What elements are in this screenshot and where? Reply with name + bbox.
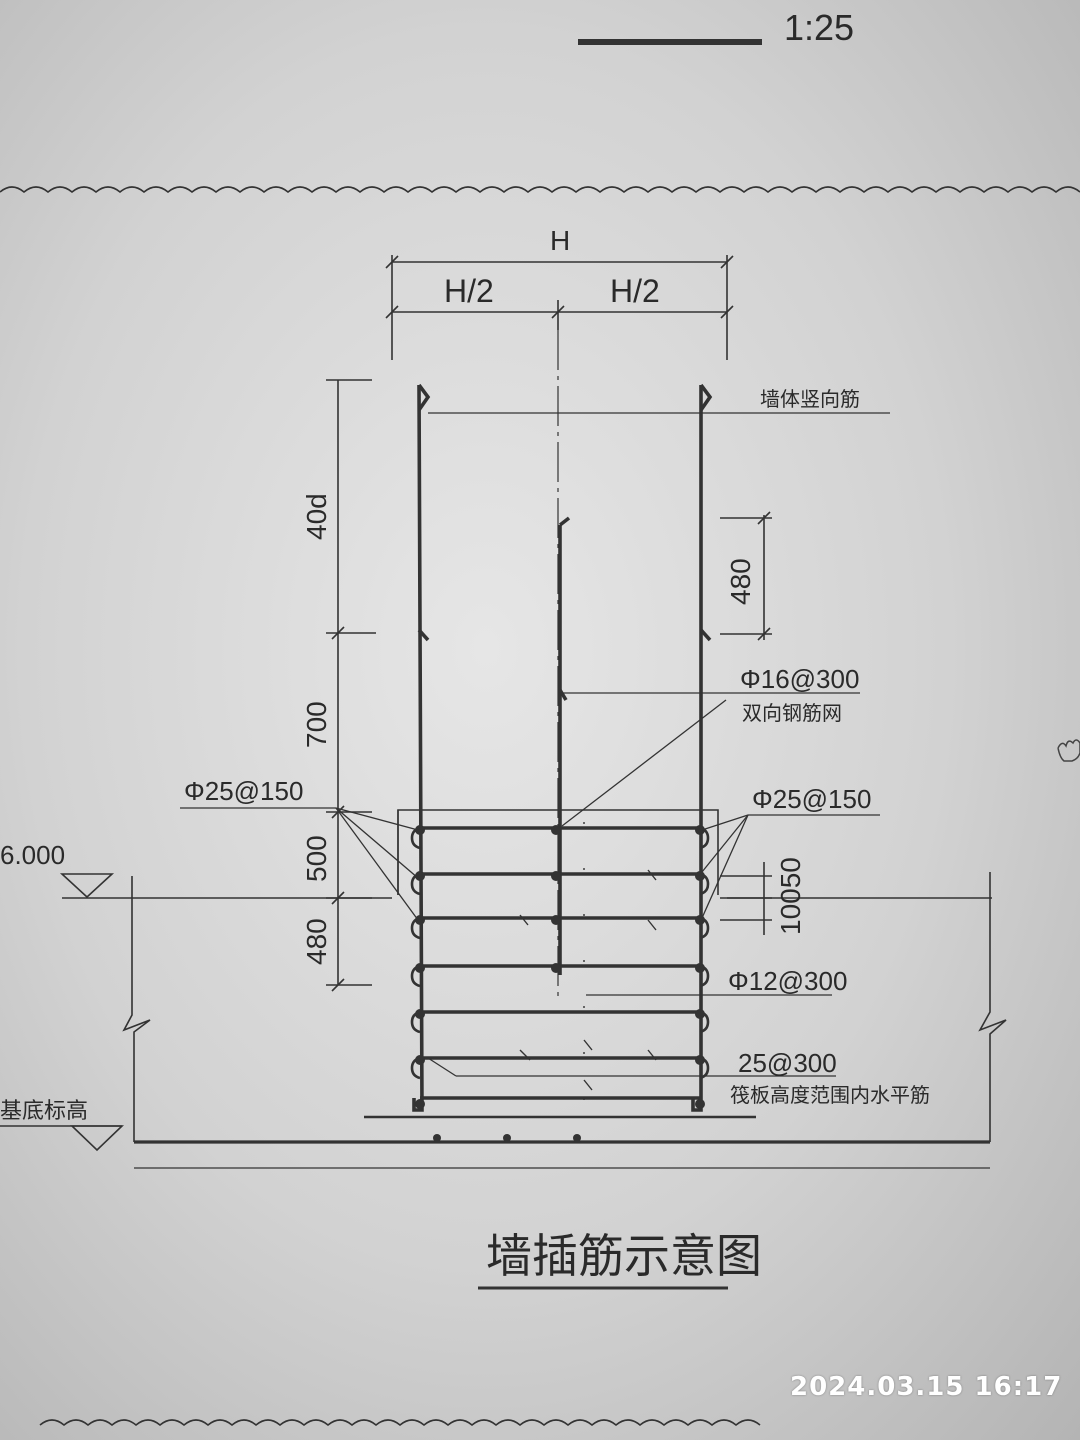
- top-level-label: 6.000: [0, 840, 65, 870]
- dim-10050-label: 10050: [775, 857, 806, 935]
- mesh-spec-label: Φ16@300: [740, 664, 859, 694]
- dim-h-right-label: H/2: [610, 273, 660, 309]
- dim-h-left-label: H/2: [444, 273, 494, 309]
- vertical-bars: [412, 383, 713, 1112]
- level-symbol-base: [70, 1125, 124, 1152]
- hand-cursor-icon: [1057, 739, 1080, 762]
- mesh-desc-label: 双向钢筋网: [742, 701, 842, 725]
- wall-vertical-bar-label: 墙体竖向筋: [760, 387, 860, 411]
- dimension-left: [326, 379, 376, 992]
- dim-40d-label: 40d: [301, 493, 332, 540]
- break-line-top: [0, 186, 1080, 194]
- dim-480-right-label: 480: [725, 558, 756, 605]
- left-bar-spec-label: Φ25@150: [184, 776, 303, 806]
- level-symbol-top: [59, 873, 115, 899]
- raft-left-edge: [122, 876, 151, 1142]
- right-vertical-bar: [691, 385, 703, 1112]
- scale-label: 1:25: [784, 7, 854, 48]
- photo-timestamp: 2024.03.15 16:17: [790, 1372, 1063, 1402]
- dim-500-label: 500: [301, 835, 332, 882]
- rebar-dots: [415, 825, 705, 1142]
- dimension-h: [385, 255, 734, 360]
- dim-480-left-label: 480: [301, 918, 332, 965]
- break-line-bottom: [39, 1419, 761, 1427]
- base-level-label: 基底标高: [0, 1099, 88, 1124]
- raft-bar-spec-label: 25@300: [738, 1048, 837, 1078]
- drawing-title: 墙插筋示意图: [486, 1229, 762, 1283]
- leader-lines: [180, 412, 890, 1077]
- dimension-right-480: [720, 511, 772, 641]
- tie-spec-label: Φ12@300: [728, 966, 847, 996]
- dim-700-label: 700: [301, 701, 332, 748]
- dim-h-label: H: [550, 225, 570, 256]
- left-vertical-bar: [412, 384, 424, 1112]
- tie-ticks: [519, 822, 657, 1100]
- raft-right-edge: [978, 872, 1007, 1142]
- raft-bar-desc-label: 筏板高度范围内水平筋: [730, 1083, 930, 1107]
- right-bar-spec-label: Φ25@150: [752, 784, 871, 814]
